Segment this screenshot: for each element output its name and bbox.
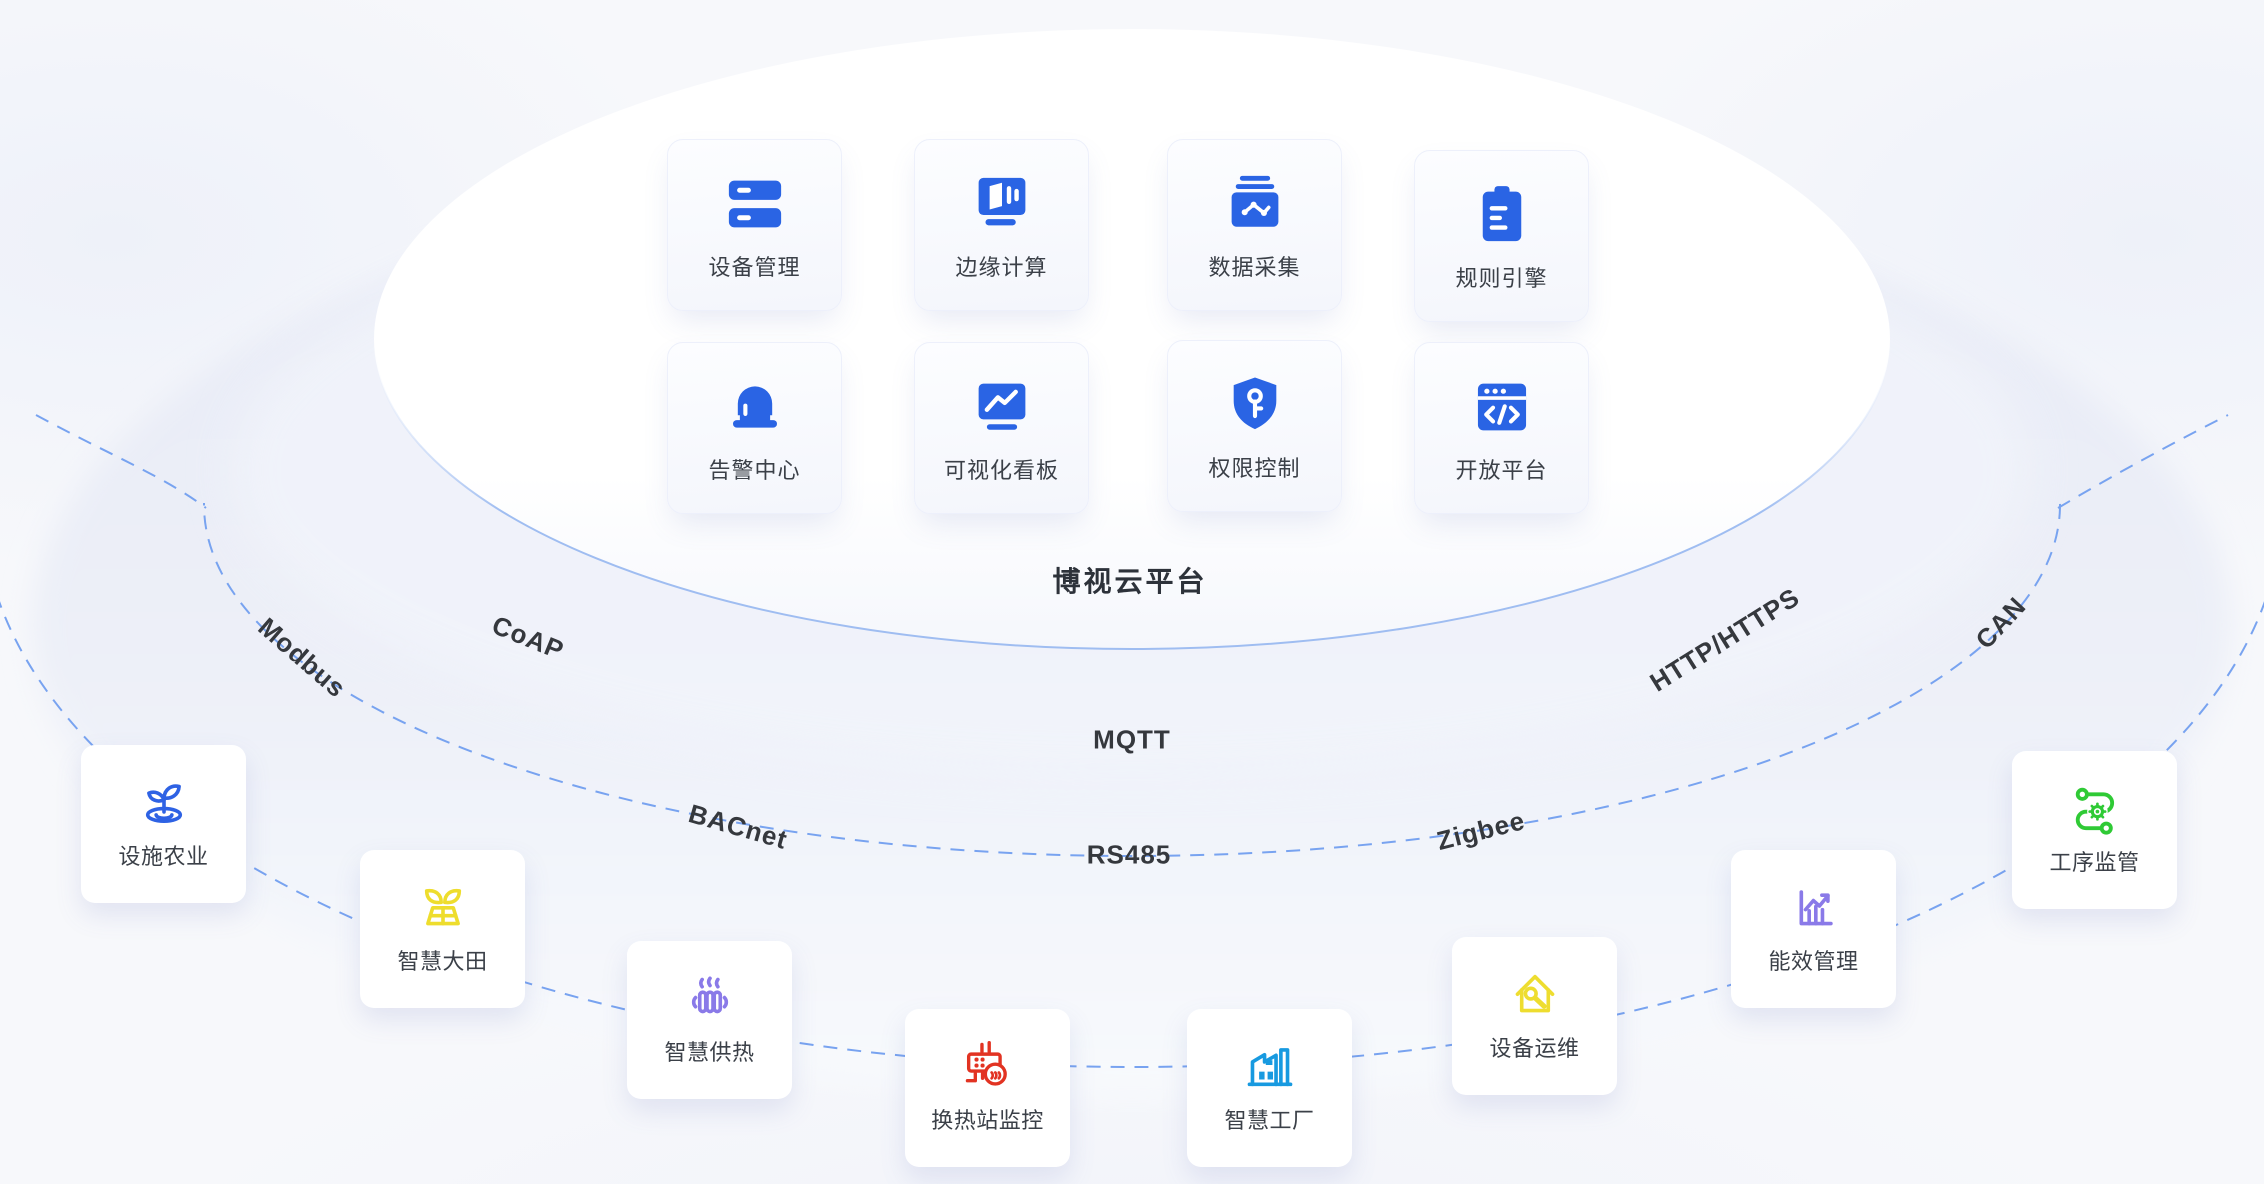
shield-key-icon xyxy=(1222,372,1288,438)
scenario-card-heat-station-monitoring[interactable]: 换热站监控 xyxy=(905,1009,1070,1167)
scenario-card-process-supervision[interactable]: 工序监管 xyxy=(2012,751,2177,909)
feature-card-visual-dashboard[interactable]: 可视化看板 xyxy=(914,342,1089,514)
feature-label: 开放平台 xyxy=(1455,458,1548,483)
feature-label: 设备管理 xyxy=(708,255,801,280)
dashed-wing-right xyxy=(2057,414,2229,509)
server-racks-icon xyxy=(722,171,788,237)
feature-card-alarm-center[interactable]: 告警中心 xyxy=(667,342,842,514)
code-window-icon xyxy=(1469,374,1535,440)
house-wrench-icon xyxy=(1506,964,1564,1022)
scenario-card-smart-field[interactable]: 智慧大田 xyxy=(360,850,525,1008)
protocol-label-rs485: RS485 xyxy=(1086,839,1172,870)
scenario-card-smart-factory[interactable]: 智慧工厂 xyxy=(1187,1009,1352,1167)
feature-card-permission-control[interactable]: 权限控制 xyxy=(1167,340,1342,512)
monitor-docs-icon xyxy=(969,171,1035,237)
clipboard-icon xyxy=(1469,182,1535,248)
scenario-label: 智慧供热 xyxy=(664,1040,755,1065)
feature-label: 告警中心 xyxy=(708,458,801,483)
feature-label: 边缘计算 xyxy=(955,255,1048,280)
heat-exchanger-icon xyxy=(959,1036,1017,1094)
scenario-label: 智慧大田 xyxy=(397,949,488,974)
data-box-icon xyxy=(1222,171,1288,237)
feature-label: 数据采集 xyxy=(1208,255,1301,280)
scenario-label: 工序监管 xyxy=(2049,850,2140,875)
feature-label: 权限控制 xyxy=(1208,456,1301,481)
scenario-card-smart-heating[interactable]: 智慧供热 xyxy=(627,941,792,1099)
feature-card-data-collection[interactable]: 数据采集 xyxy=(1167,139,1342,311)
feature-label: 可视化看板 xyxy=(943,458,1059,483)
process-flow-gear-icon xyxy=(2066,778,2124,836)
field-crop-icon xyxy=(414,877,472,935)
chart-monitor-icon xyxy=(969,374,1035,440)
scenario-label: 换热站监控 xyxy=(931,1108,1044,1133)
scenario-card-energy-management[interactable]: 能效管理 xyxy=(1731,850,1896,1008)
bar-chart-growth-icon xyxy=(1785,877,1843,935)
feature-label: 规则引擎 xyxy=(1455,266,1548,291)
feature-card-device-management[interactable]: 设备管理 xyxy=(667,139,842,311)
radiator-icon xyxy=(681,968,739,1026)
factory-icon xyxy=(1241,1036,1299,1094)
feature-card-rule-engine[interactable]: 规则引擎 xyxy=(1414,150,1589,322)
dashed-wing-left xyxy=(35,414,207,509)
scenario-card-facility-agriculture[interactable]: 设施农业 xyxy=(81,745,246,903)
sprout-icon xyxy=(135,772,193,830)
scenario-card-device-operations[interactable]: 设备运维 xyxy=(1452,937,1617,1095)
scenario-label: 能效管理 xyxy=(1768,949,1859,974)
siren-icon xyxy=(722,374,788,440)
platform-title: 博视云平台 xyxy=(1052,566,1208,597)
cloud-platform-ellipse xyxy=(373,28,1891,650)
scenario-label: 智慧工厂 xyxy=(1224,1108,1315,1133)
feature-card-open-platform[interactable]: 开放平台 xyxy=(1414,342,1589,514)
scenario-label: 设备运维 xyxy=(1489,1036,1580,1061)
feature-card-edge-computing[interactable]: 边缘计算 xyxy=(914,139,1089,311)
protocol-label-mqtt: MQTT xyxy=(1093,724,1171,755)
inner-dashed-ring xyxy=(203,503,2061,857)
scenario-label: 设施农业 xyxy=(118,844,209,869)
